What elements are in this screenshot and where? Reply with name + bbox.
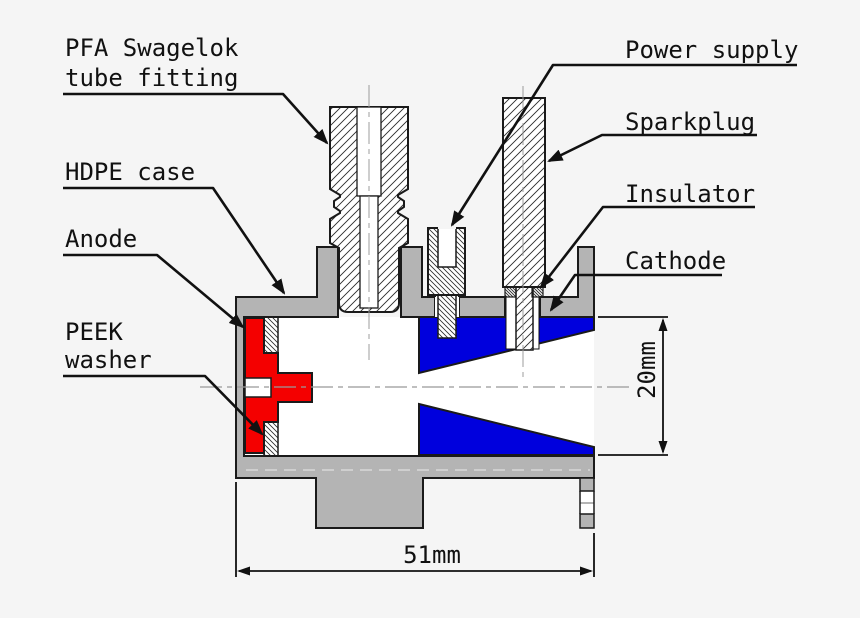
dim-text-20mm: 20mm	[633, 341, 661, 399]
sparkplug-assembly	[502, 97, 546, 351]
leader-cathode	[549, 273, 722, 312]
insulator-right	[531, 286, 544, 298]
label-pfa-line1: PFA Swagelok	[65, 34, 239, 62]
leader-hdpe-case	[63, 186, 286, 295]
label-anode: Anode	[65, 225, 137, 253]
peek-washer-top	[263, 316, 279, 354]
centerlines	[200, 85, 630, 388]
insulator-left	[504, 286, 517, 298]
label-insulator: Insulator	[625, 180, 755, 208]
dim-arrow-up	[658, 318, 668, 331]
leader-power-supply	[450, 63, 797, 227]
dimension-20mm	[598, 316, 668, 456]
leader-sparkplug	[547, 133, 757, 163]
dim-arrow-left	[237, 566, 250, 576]
power-supply-connector	[427, 227, 466, 339]
case-bottom-tab	[579, 477, 595, 529]
label-power-supply: Power supply	[625, 36, 798, 64]
label-peek-line1: PEEK	[65, 318, 123, 346]
cathode-lower	[418, 402, 595, 456]
dim-arrow-down	[658, 441, 668, 454]
leader-lines	[63, 63, 797, 436]
leader-peek-washer	[63, 374, 264, 436]
labels: PFA Swagelok tube fitting HDPE case Anod…	[65, 34, 798, 374]
label-sparkplug: Sparkplug	[625, 108, 755, 136]
dimension-51mm	[235, 482, 595, 577]
dim-arrow-right	[580, 566, 593, 576]
power-connector-socket	[437, 227, 457, 268]
label-cathode: Cathode	[625, 247, 726, 275]
case-wall-mid	[458, 296, 506, 318]
dim-text-51mm: 51mm	[403, 541, 461, 569]
label-peek-line2: washer	[65, 346, 152, 374]
label-pfa-line2: tube fitting	[65, 64, 238, 92]
leader-pfa-fitting	[63, 92, 329, 145]
peek-washer-bottom	[263, 421, 279, 457]
leader-anode	[63, 253, 245, 329]
label-hdpe-case: HDPE case	[65, 158, 195, 186]
leader-insulator	[539, 205, 755, 289]
